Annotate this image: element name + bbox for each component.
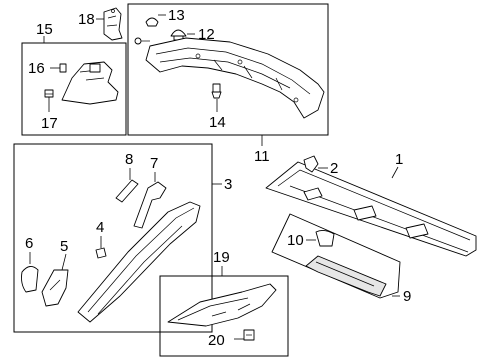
callout-12: 12 xyxy=(198,26,215,43)
part-2-clip xyxy=(303,155,319,173)
part-15-trim-bracket xyxy=(61,61,119,105)
callout-6: 6 xyxy=(25,235,33,252)
part-5-cover xyxy=(41,269,69,307)
callout-17: 17 xyxy=(41,115,58,132)
callout-18: 18 xyxy=(78,11,95,28)
group-box-3 xyxy=(13,143,213,333)
part-6-cap xyxy=(21,266,39,293)
part-20-clip xyxy=(243,329,255,341)
callout-2: 2 xyxy=(330,160,338,177)
callout-16: 16 xyxy=(28,60,45,77)
part-1-sill-plate xyxy=(265,161,477,257)
part-19-trim-panel xyxy=(167,283,277,327)
callout-20: 20 xyxy=(208,332,225,349)
part-16-clip xyxy=(59,63,67,73)
callout-5: 5 xyxy=(60,238,68,255)
callout-14: 14 xyxy=(209,114,226,131)
part-14-clip xyxy=(211,83,222,99)
group-box-11 xyxy=(127,3,329,136)
part-13-push-pin xyxy=(145,17,159,27)
part-17-clip xyxy=(44,89,54,98)
leader-1 xyxy=(391,166,399,179)
part-3-pillar-trim xyxy=(77,201,201,323)
part-12-fastener xyxy=(170,29,187,41)
callout-19: 19 xyxy=(213,249,230,266)
callout-4: 4 xyxy=(96,219,104,236)
part-18-bracket-clip xyxy=(103,7,123,41)
part-10-clip xyxy=(315,229,335,247)
callout-11: 11 xyxy=(254,148,270,165)
group-box-15 xyxy=(21,42,127,136)
part-screw xyxy=(134,37,150,45)
callout-13: 13 xyxy=(168,7,185,24)
callout-8: 8 xyxy=(125,151,133,168)
callout-3: 3 xyxy=(224,176,232,193)
callout-7: 7 xyxy=(150,155,158,172)
part-7-trim-clip xyxy=(133,181,167,229)
leader-5 xyxy=(61,253,67,271)
part-9-sill-insert xyxy=(271,213,401,299)
part-4-clip xyxy=(95,247,107,259)
part-11-upper-trim-panel xyxy=(145,37,325,119)
callout-9: 9 xyxy=(403,288,411,305)
part-8-strip xyxy=(115,179,139,203)
callout-15: 15 xyxy=(36,21,53,38)
callout-10: 10 xyxy=(287,232,304,249)
callout-1: 1 xyxy=(395,151,403,168)
group-box-19 xyxy=(159,275,289,357)
